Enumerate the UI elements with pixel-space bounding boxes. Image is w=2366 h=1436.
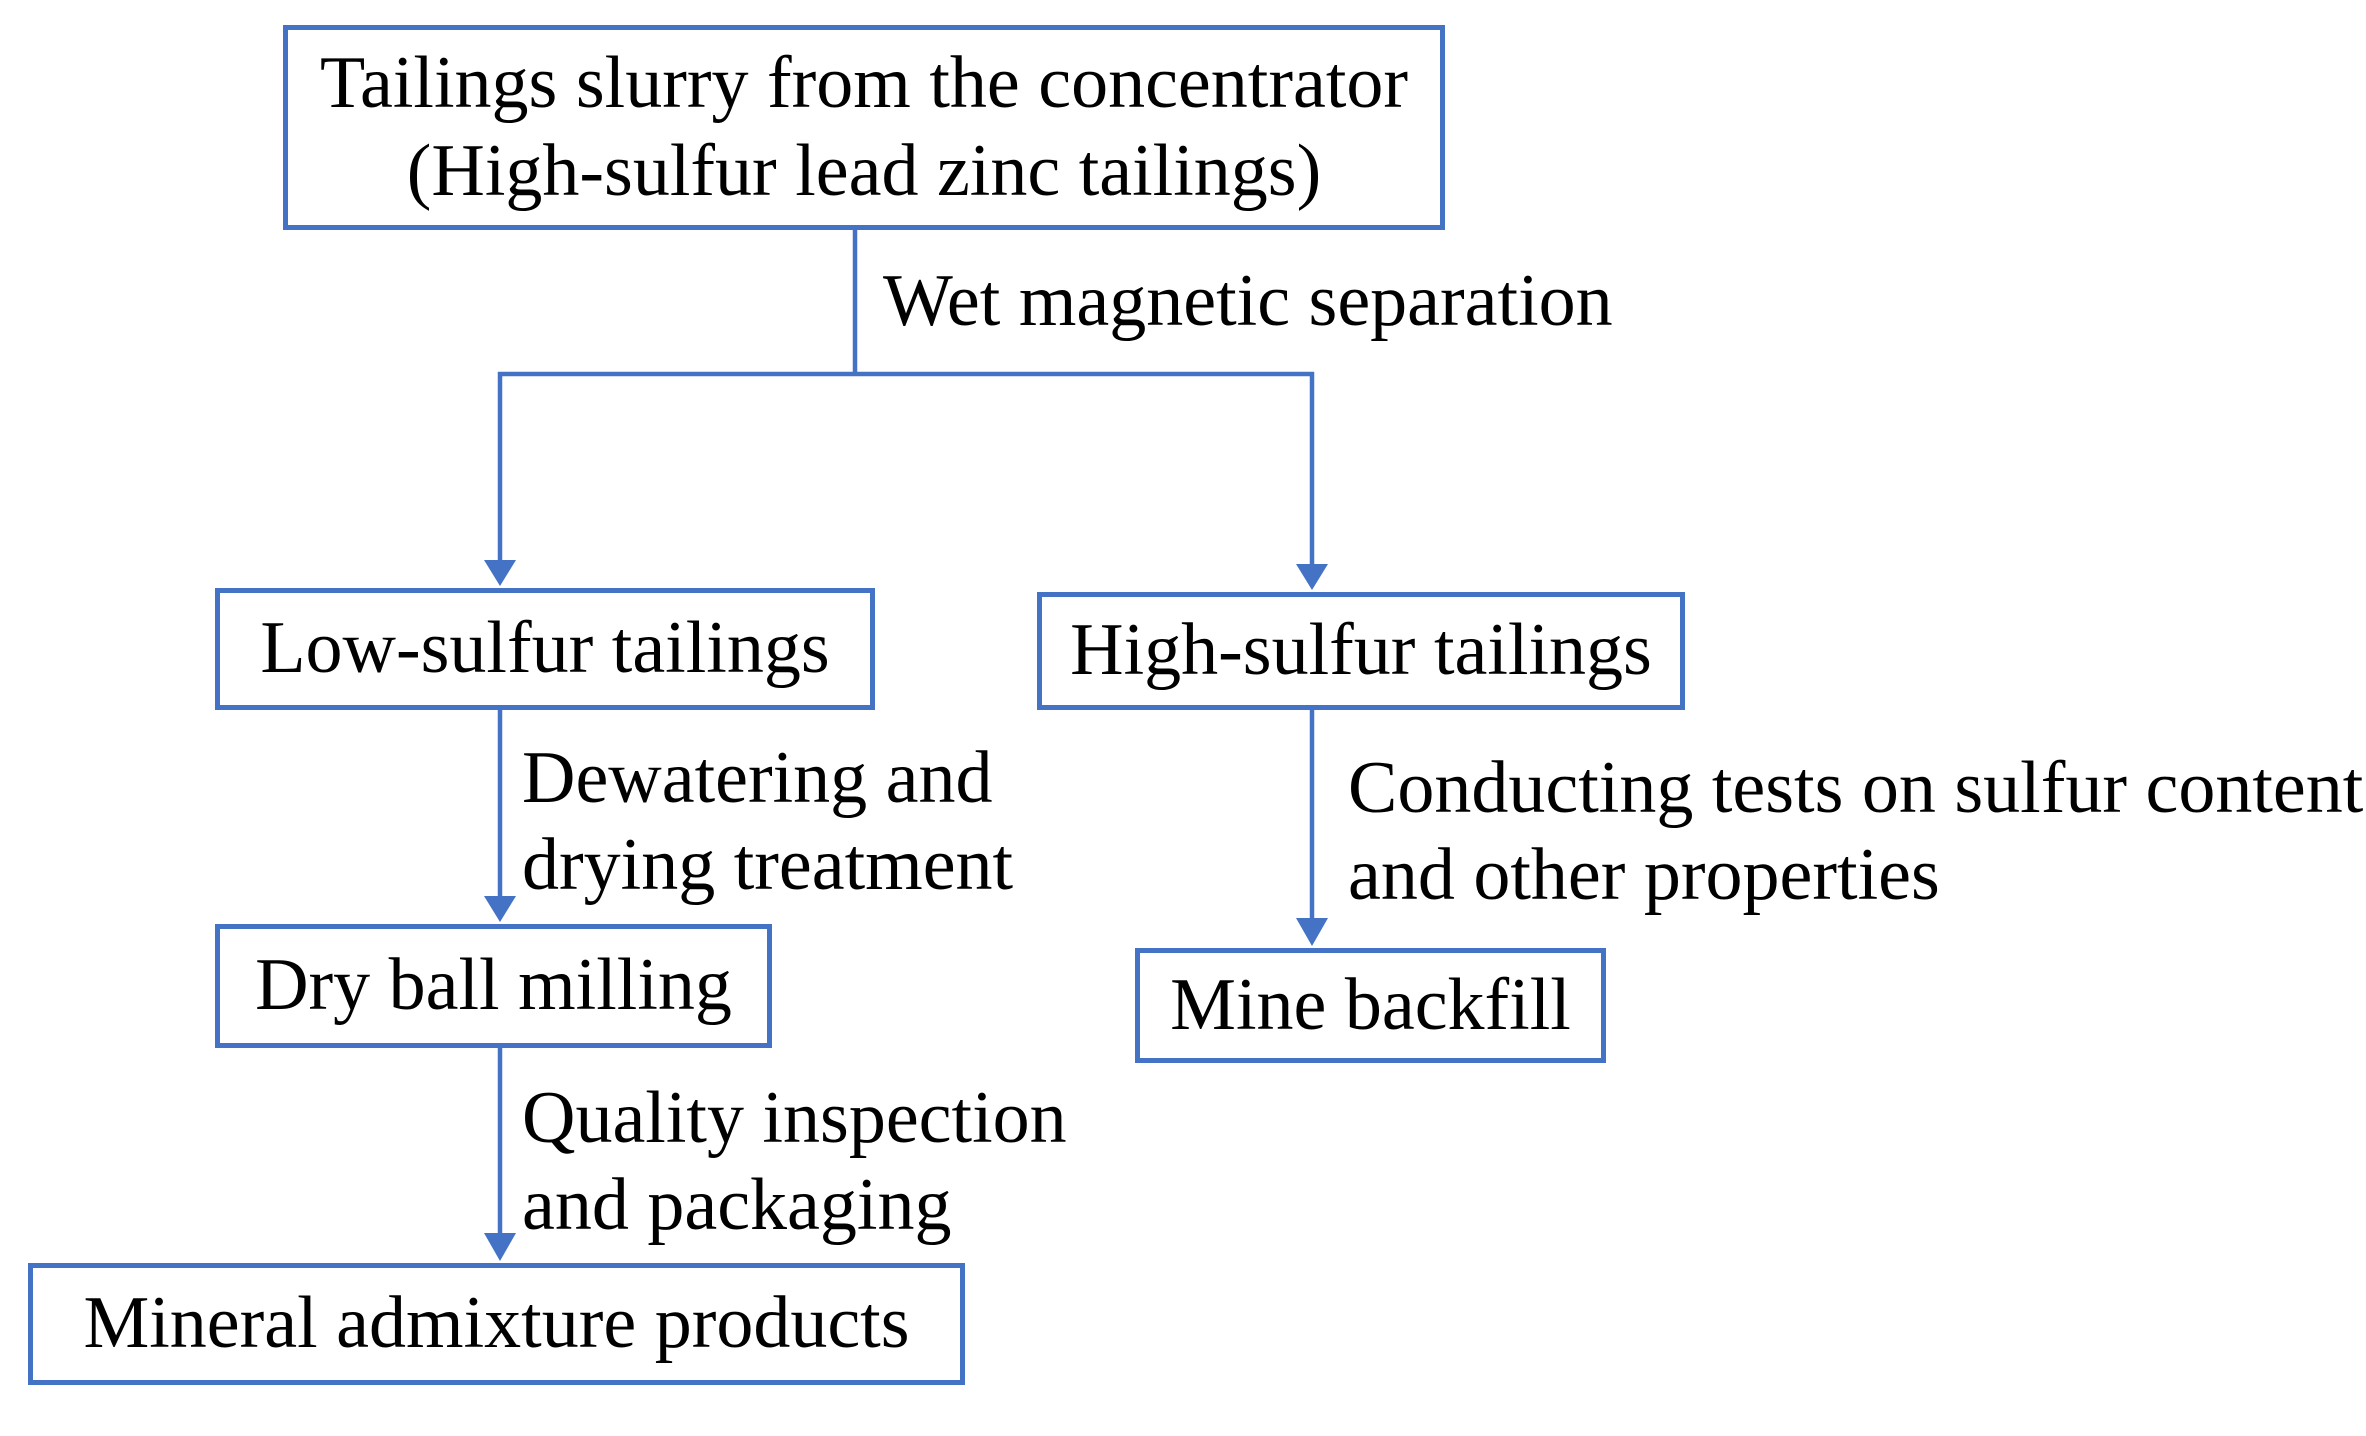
edge-label-dewatering: Dewatering and drying treatment (522, 735, 1013, 910)
node-mine-backfill: Mine backfill (1135, 948, 1606, 1063)
node-high-sulfur-label: High-sulfur tailings (1070, 609, 1652, 692)
arrowhead-high-sulfur (1296, 564, 1328, 590)
arrowhead-mineral (484, 1233, 516, 1261)
node-tailings-slurry-line2: (High-sulfur lead zinc tailings) (406, 129, 1322, 212)
edge-label-conducting-line2: and other properties (1348, 834, 1940, 917)
edge-label-wet-magnetic-separation: Wet magnetic separation (883, 258, 1613, 345)
edge-label-dewatering-line2: drying treatment (522, 824, 1014, 907)
edge-label-quality-line1: Quality inspection (522, 1077, 1067, 1159)
node-dry-ball-label: Dry ball milling (255, 944, 732, 1027)
node-mineral-admixture-label: Mineral admixture products (83, 1282, 910, 1365)
node-mine-backfill-label: Mine backfill (1170, 963, 1571, 1046)
node-high-sulfur-tailings: High-sulfur tailings (1037, 592, 1685, 710)
node-tailings-slurry-line1: Tailings slurry from the concentrator (319, 42, 1409, 125)
edge-label-quality-line2: and packaging (522, 1164, 952, 1247)
edge-label-quality-inspection: Quality inspection and packaging (522, 1075, 1067, 1250)
edge-label-conducting-line1: Conducting tests on sulfur content (1348, 747, 2364, 829)
arrowhead-backfill (1296, 918, 1328, 946)
edge-label-wet-magnetic-text: Wet magnetic separation (883, 260, 1613, 342)
node-low-sulfur-label: Low-sulfur tailings (260, 607, 830, 690)
node-low-sulfur-tailings: Low-sulfur tailings (215, 588, 875, 710)
arrowhead-dry-ball (484, 896, 516, 922)
edge-label-conducting-tests: Conducting tests on sulfur content and o… (1348, 745, 2363, 920)
node-mineral-admixture-products: Mineral admixture products (28, 1263, 965, 1385)
edge-label-dewatering-line1: Dewatering and (522, 737, 993, 819)
node-tailings-slurry-text: Tailings slurry from the concentrator (H… (320, 40, 1408, 215)
arrowhead-low-sulfur (484, 560, 516, 586)
node-tailings-slurry: Tailings slurry from the concentrator (H… (283, 25, 1445, 230)
node-dry-ball-milling: Dry ball milling (215, 924, 772, 1048)
